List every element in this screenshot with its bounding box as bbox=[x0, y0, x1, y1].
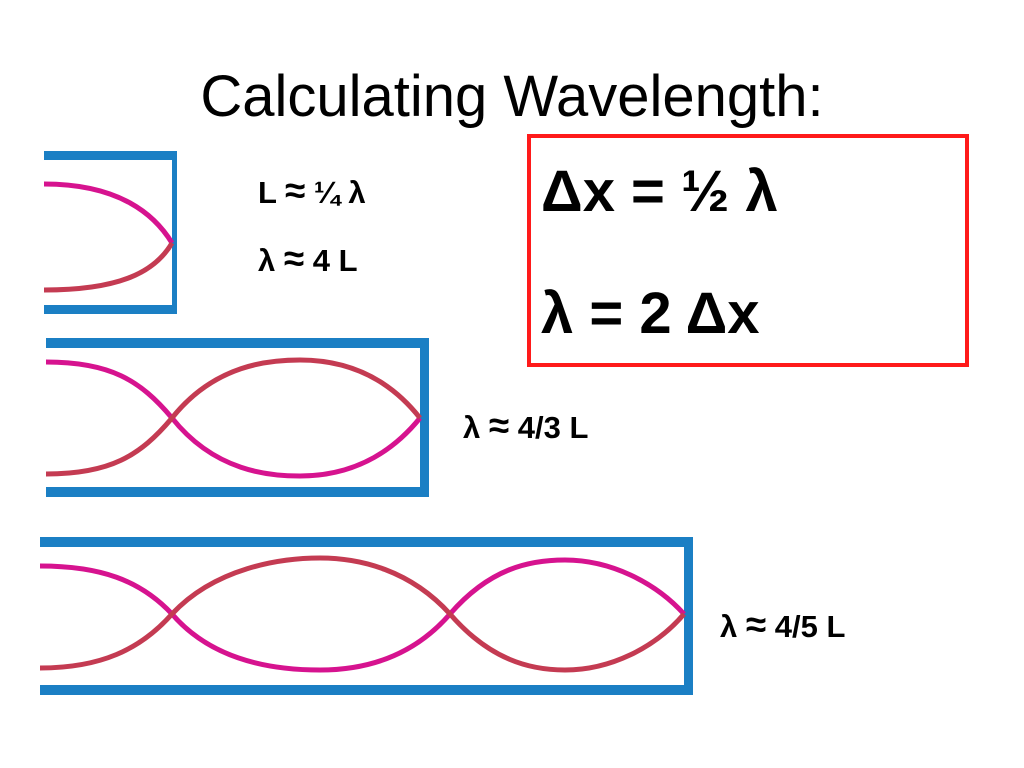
approx-symbol: ≈ bbox=[283, 238, 305, 279]
label-right: 4/3 L bbox=[509, 410, 589, 445]
tube-3-top-wall bbox=[40, 537, 692, 547]
formula-box: Δx = ½ λ λ = 2 Δx bbox=[527, 134, 969, 367]
label-right: ¼ λ bbox=[305, 175, 366, 210]
tube-2-top-wall bbox=[46, 338, 428, 348]
tube-1 bbox=[43, 151, 177, 314]
approx-symbol: ≈ bbox=[745, 604, 767, 645]
tube-3-label: λ ≈ 4/5 L bbox=[720, 604, 845, 646]
tube-1-wave-a bbox=[43, 181, 175, 245]
tube-1-end-wall bbox=[172, 151, 177, 314]
label-right: 4 L bbox=[304, 243, 358, 278]
approx-symbol: ≈ bbox=[285, 170, 306, 211]
tube-3-bottom-wall bbox=[40, 685, 692, 695]
label-left: λ bbox=[463, 410, 489, 445]
tube-2 bbox=[45, 338, 429, 497]
tube-3-wave-a bbox=[39, 557, 686, 673]
tube-2-wave-b bbox=[45, 357, 422, 477]
formula-wavelength: λ = 2 Δx bbox=[541, 281, 760, 346]
approx-symbol: ≈ bbox=[488, 405, 510, 446]
tube-1-top-wall bbox=[44, 151, 177, 160]
tube-3-end-wall bbox=[684, 537, 693, 695]
tube-2-bottom-wall bbox=[46, 487, 428, 497]
tube-1-label-line-1: L ≈ ¼ λ bbox=[258, 170, 366, 212]
tube-2-end-wall bbox=[420, 338, 429, 497]
tube-2-label: λ ≈ 4/3 L bbox=[463, 405, 588, 447]
label-left: L bbox=[258, 175, 285, 210]
label-right: 4/5 L bbox=[766, 609, 846, 644]
tube-1-bottom-wall bbox=[44, 305, 177, 314]
tube-1-label-line-2: λ ≈ 4 L bbox=[258, 238, 358, 280]
tube-3 bbox=[39, 537, 693, 695]
label-left: λ bbox=[720, 609, 746, 644]
tube-1-wave-b bbox=[43, 241, 175, 293]
tube-3-wave-b bbox=[39, 555, 686, 673]
formula-half-wavelength: Δx = ½ λ bbox=[541, 159, 778, 224]
page-title: Calculating Wavelength: bbox=[200, 64, 824, 129]
label-left: λ bbox=[258, 243, 284, 278]
tube-2-wave-a bbox=[45, 359, 422, 479]
